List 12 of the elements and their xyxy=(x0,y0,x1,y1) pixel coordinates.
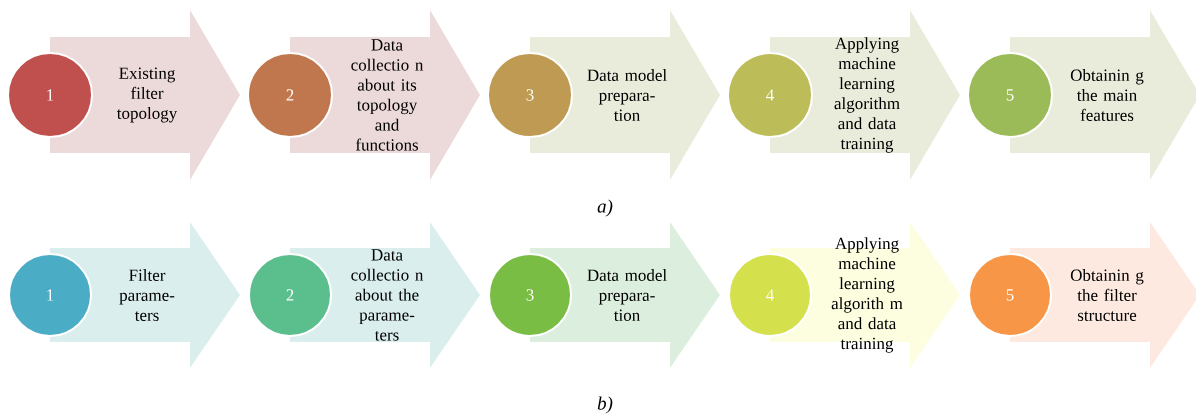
step-text: Applying machine learning algorith m and data training xyxy=(831,237,903,353)
caption: a) xyxy=(597,199,613,217)
step-text: Existing filter topology xyxy=(116,67,178,123)
step-text: Obtainin g the filter structure xyxy=(1070,269,1144,321)
step-text: Filter parame- ters xyxy=(119,269,175,321)
step-text: Data collectio n about the parame- ters xyxy=(351,249,424,341)
step-text: Obtainin g the main features xyxy=(1070,69,1144,121)
step-text: Applying machine learning algorithm and data training xyxy=(834,37,900,153)
caption: b) xyxy=(597,396,613,414)
step-text: Data collectio n about its topology and functions xyxy=(351,39,424,151)
step-text: Data model prepara- tion xyxy=(587,69,667,121)
step-text: Data model prepara- tion xyxy=(587,269,667,321)
